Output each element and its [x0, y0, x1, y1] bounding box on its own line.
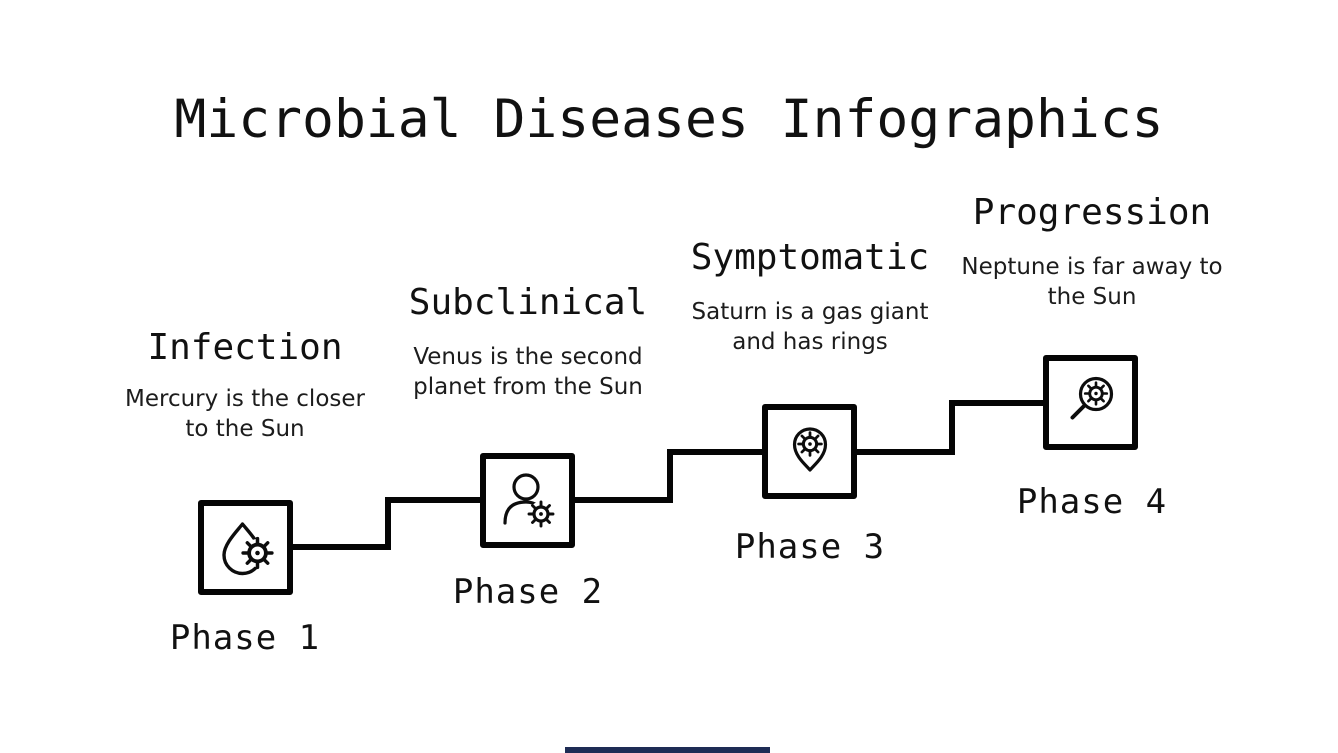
phase-description: Saturn is a gas giant and has rings	[691, 299, 929, 355]
phase-description: Mercury is the closer to the Sun	[125, 386, 365, 442]
phase-heading: Symptomatic	[690, 237, 930, 278]
phase-icon-box	[1043, 355, 1138, 450]
pin-germ-icon	[792, 426, 827, 472]
connector-phase1-phase2	[291, 497, 482, 550]
phase-description: Venus is the second planet from the Sun	[413, 344, 643, 400]
bottom-accent-bar	[565, 747, 770, 753]
page-title: Microbial Diseases Infographics	[174, 89, 1164, 150]
phase-icon-box	[762, 404, 857, 499]
phase-icon-box	[198, 500, 293, 595]
phase-label: Phase 2	[452, 572, 604, 612]
person-germ-icon	[502, 472, 555, 528]
phase-heading: Progression	[972, 192, 1212, 233]
phase-label: Phase 4	[1016, 482, 1168, 522]
phase-heading: Infection	[147, 327, 343, 368]
connector-phase2-phase3	[573, 449, 764, 503]
droplet-germ-icon	[221, 521, 274, 575]
phase-description: Neptune is far away to the Sun	[961, 254, 1223, 310]
phase-label: Phase 1	[169, 618, 321, 658]
phase-icon-box	[480, 453, 575, 548]
connector-phase3-phase4	[855, 400, 1045, 455]
magnifier-germ-icon	[1070, 376, 1113, 419]
phase-label: Phase 3	[734, 527, 886, 567]
phase-heading: Subclinical	[408, 282, 648, 323]
